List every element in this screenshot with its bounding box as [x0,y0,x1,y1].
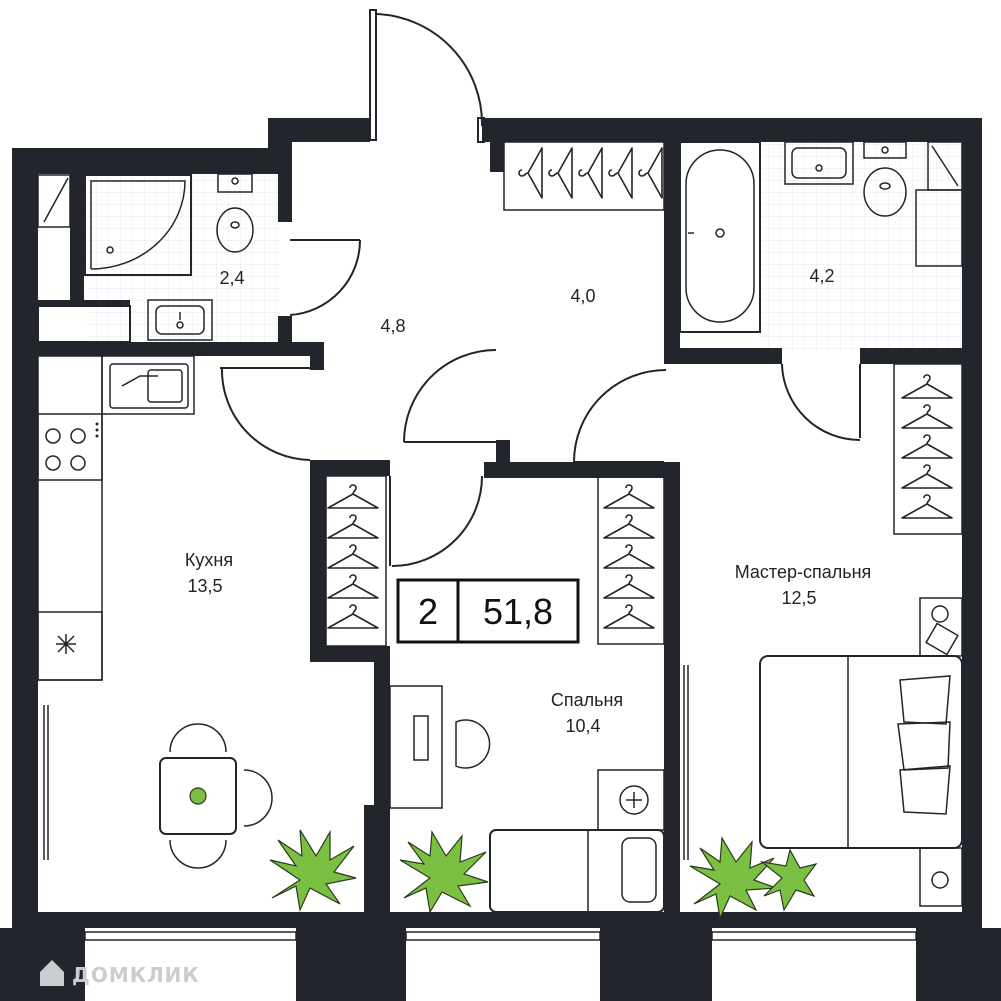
plant-master-2 [759,848,818,912]
wardrobe-area: 4,0 [570,286,595,306]
bedroom-area: 10,4 [565,716,600,736]
hallway-area: 4,8 [380,316,405,336]
sink-small [147,299,213,341]
plant-kitchen [269,829,357,913]
master-bath-closet [915,141,963,267]
sink-master [784,141,854,185]
summary-badge: 2 51,8 [396,578,580,644]
kitchen-area: 13,5 [187,576,222,596]
watermark: ДОМКЛИК [40,960,200,987]
bathtub [679,141,761,333]
plant-bedroom [399,830,489,914]
domclick-logo-icon [40,960,64,986]
wardrobe-rack [503,141,665,211]
bathroom-master-tiles [760,140,965,350]
bedroom-wardrobe [597,475,665,645]
master-wardrobe [893,363,963,535]
kitchen-counter [37,355,195,860]
doors [220,9,861,567]
bathroom-small-area: 2,4 [219,268,244,288]
dining-table [159,723,273,869]
bedroom-desk [389,685,491,809]
bathroom-master-area: 4,2 [809,266,834,286]
plant-master-1 [689,836,777,921]
rooms-count: 2 [418,591,438,632]
master-bedroom-name: Мастер-спальня [735,562,872,582]
total-area: 51,8 [483,591,553,632]
master-bed [683,597,963,907]
corridor-wardrobe [325,475,387,647]
watermark-text: ДОМКЛИК [72,963,200,987]
shower-cabin [84,174,192,276]
bedroom-bed [489,769,665,913]
walls [0,118,1001,1001]
small-closet [37,174,71,228]
toilet-small [216,173,254,253]
kitchen-name: Кухня [185,550,233,570]
toilet-master [863,141,907,217]
master-bedroom-area: 12,5 [781,588,816,608]
bedroom-name: Спальня [551,690,623,710]
